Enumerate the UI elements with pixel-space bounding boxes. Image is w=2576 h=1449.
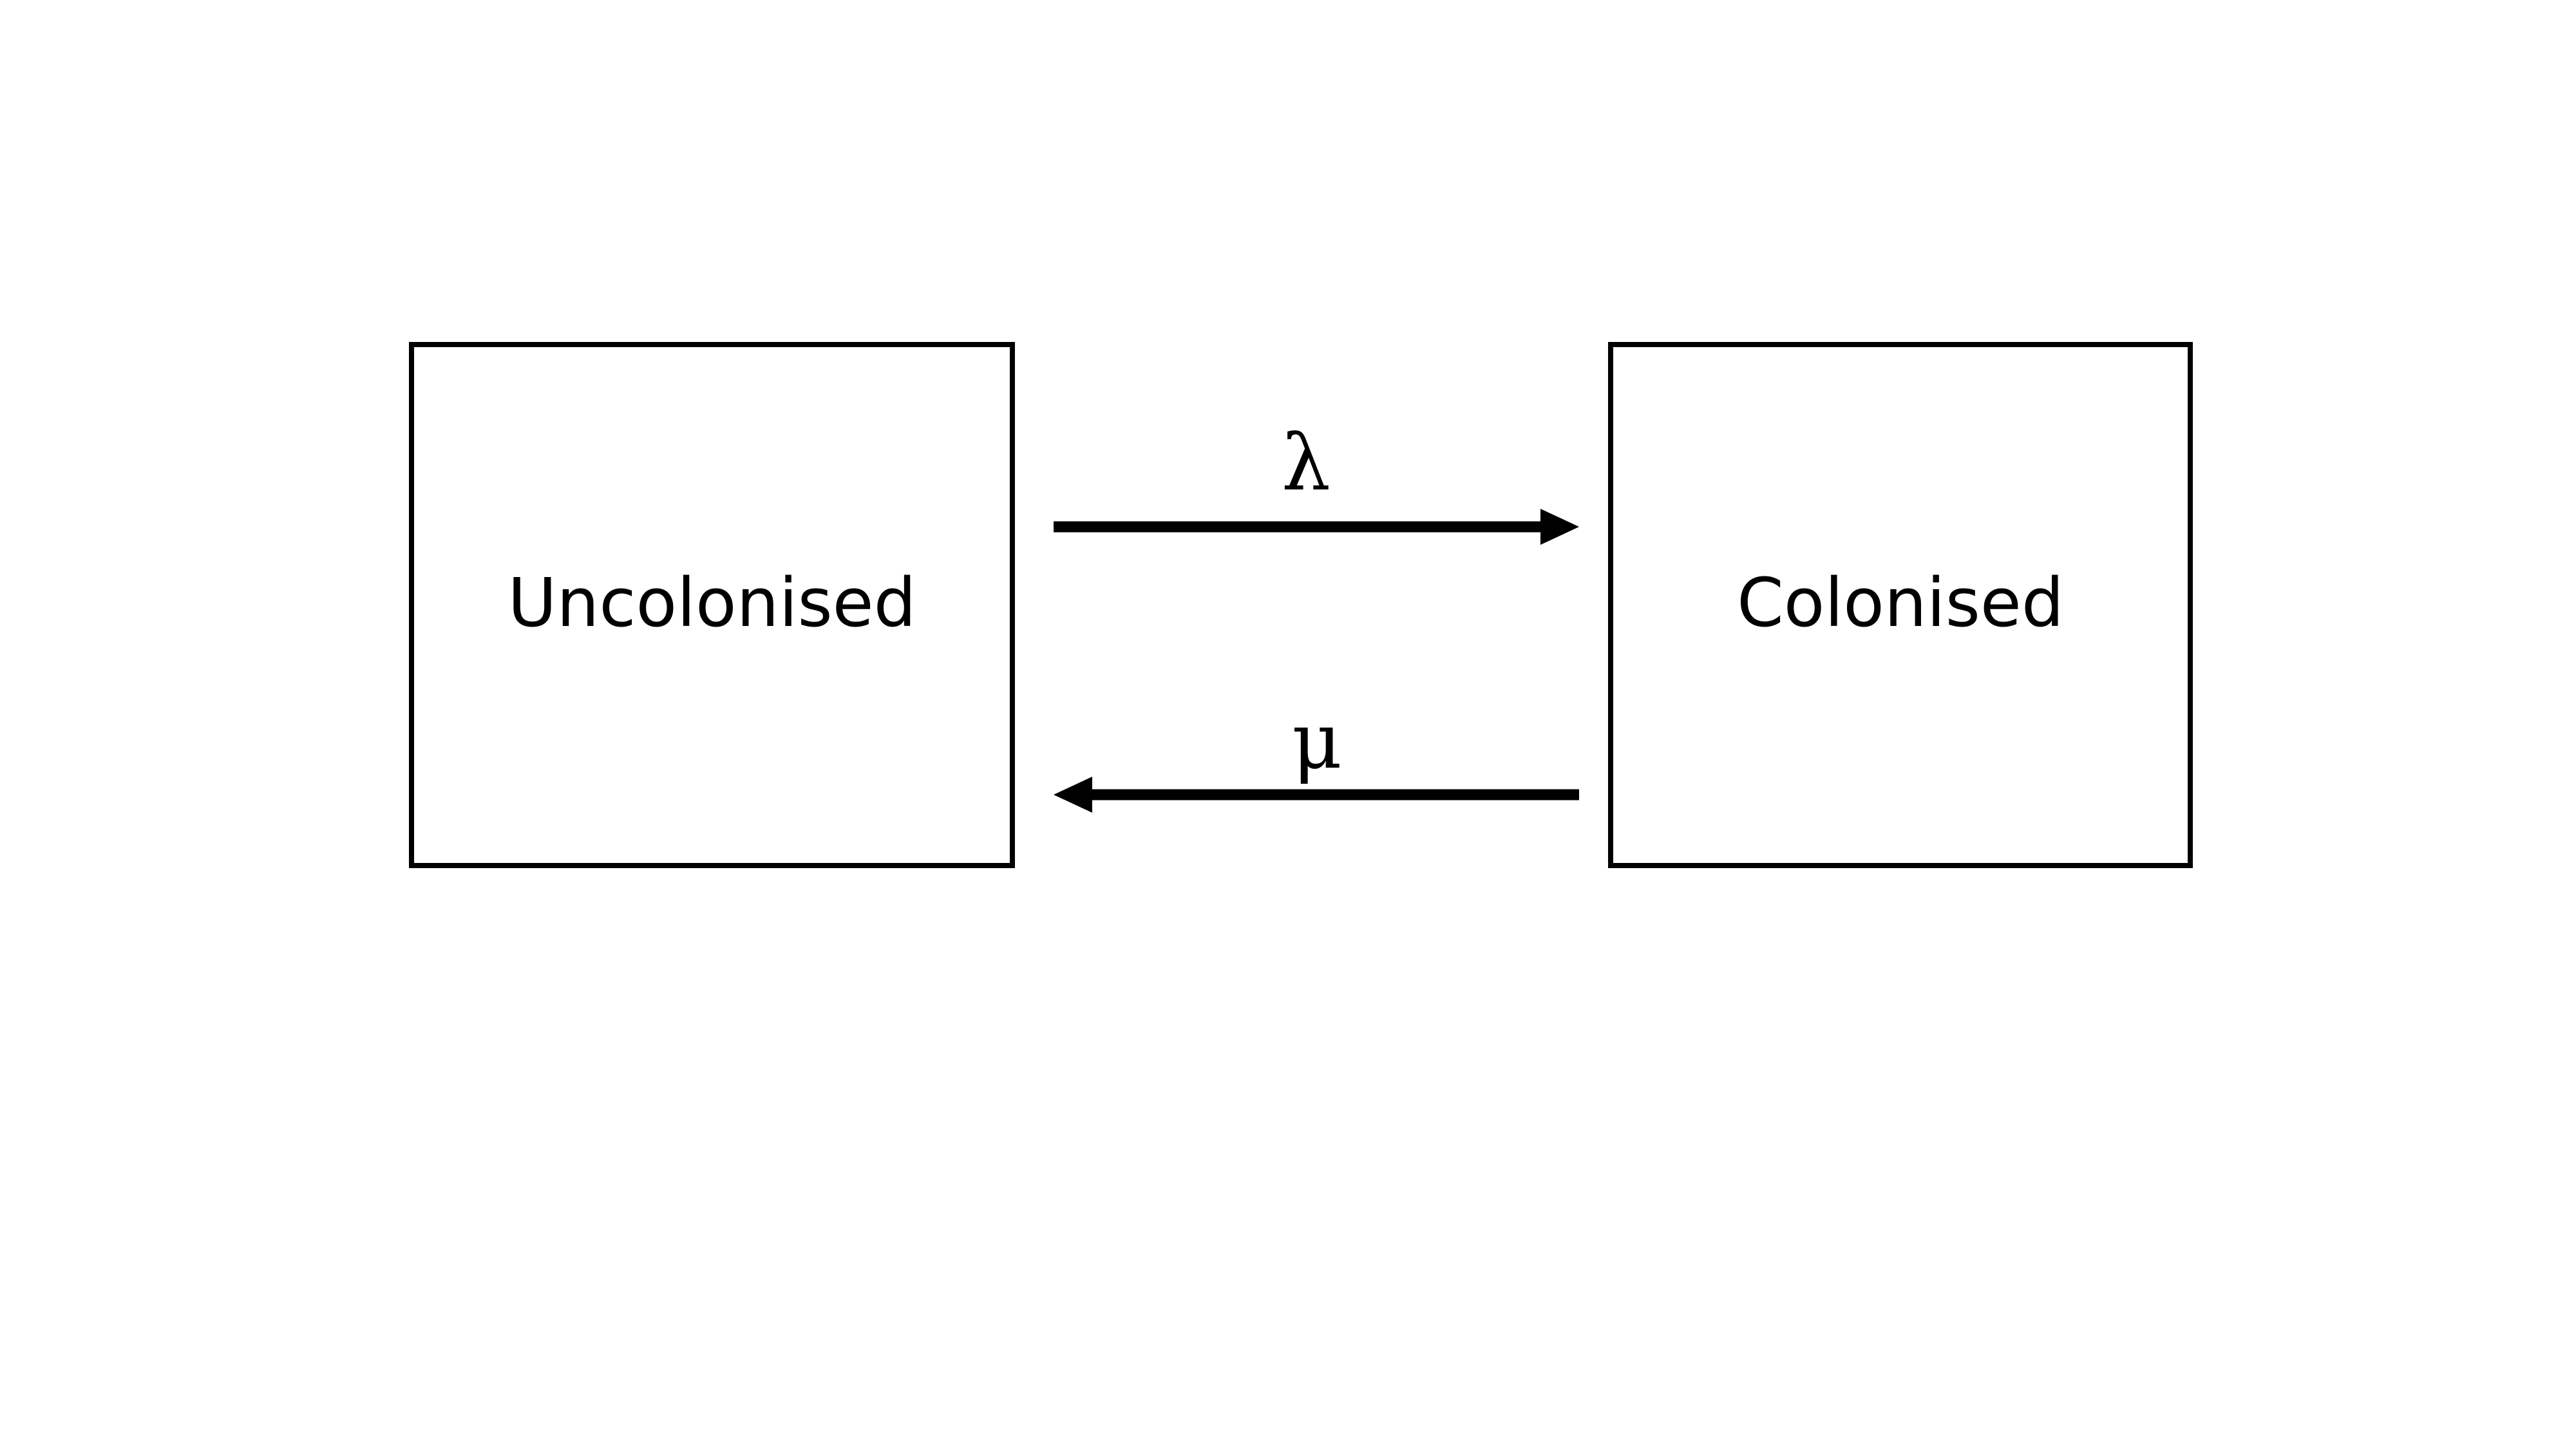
uncolonised-state-label: Uncolonised: [507, 563, 916, 642]
colonisation-arrow-head: [1540, 509, 1579, 545]
uncolonised-state-box: Uncolonised: [409, 342, 1015, 868]
clearance-arrow-head: [1054, 777, 1092, 813]
clearance-rate-label: μ: [1292, 697, 1342, 786]
colonisation-rate-label: λ: [1281, 419, 1331, 508]
colonised-state-box: Colonised: [1608, 342, 2193, 868]
colonisation-arrow: [1054, 509, 1579, 545]
colonised-state-label: Colonised: [1737, 563, 2064, 642]
